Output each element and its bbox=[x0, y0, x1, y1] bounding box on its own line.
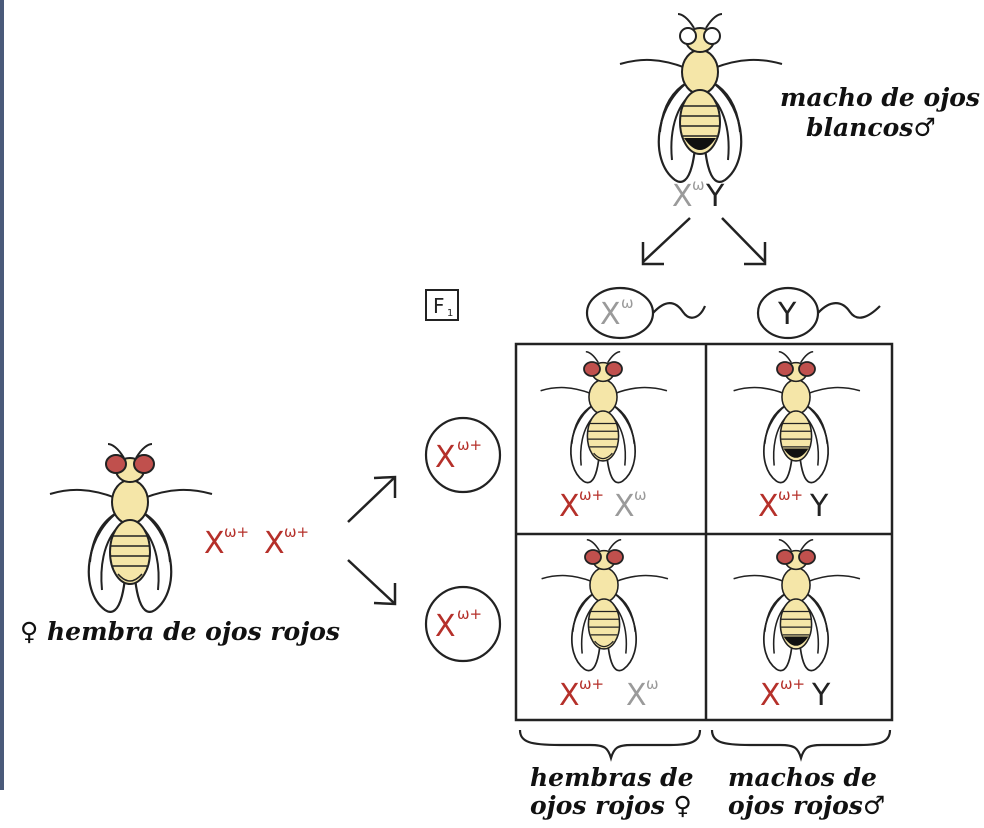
arrow-female-to-egg-2 bbox=[347, 559, 397, 606]
sperm-x: X ω bbox=[585, 286, 707, 340]
svg-text:X: X bbox=[559, 489, 580, 524]
female-parent-caption: ♀ hembra de ojos rojos bbox=[20, 618, 340, 645]
svg-text:ω: ω bbox=[646, 675, 659, 693]
svg-text:Y: Y bbox=[777, 297, 797, 332]
red-eye-left bbox=[105, 454, 127, 474]
punnett-grid bbox=[514, 342, 894, 722]
svg-text:X: X bbox=[600, 297, 621, 332]
svg-text:ω+: ω+ bbox=[778, 486, 803, 504]
male-parent-caption-2-text: blancos bbox=[806, 113, 914, 142]
female-parent-fly bbox=[50, 444, 212, 612]
male-parent-x-allele: ω bbox=[692, 176, 705, 194]
arrow-male-to-sperm-x bbox=[641, 217, 691, 266]
female-symbol: ♀ bbox=[20, 617, 39, 646]
bottom-right-caption-2-text: ojos rojos bbox=[728, 791, 863, 820]
white-eye-right bbox=[703, 27, 721, 45]
svg-text:X: X bbox=[614, 489, 635, 524]
egg-1: X ω+ bbox=[424, 416, 502, 494]
female-parent-a2: ω+ bbox=[284, 523, 309, 541]
svg-text:Y: Y bbox=[809, 489, 829, 524]
cell-bottom-left-fly bbox=[542, 540, 668, 671]
svg-text:X: X bbox=[435, 440, 456, 475]
brace-left bbox=[518, 729, 702, 762]
arrow-male-to-sperm-y bbox=[721, 217, 767, 266]
white-eye-left bbox=[679, 27, 697, 45]
svg-text:F: F bbox=[433, 294, 445, 318]
svg-text:ω: ω bbox=[621, 294, 634, 312]
cell-bottom-right-fly bbox=[734, 540, 860, 671]
bottom-left-caption-1: hembras de bbox=[530, 763, 694, 792]
svg-text:ω+: ω+ bbox=[780, 675, 805, 693]
svg-text:Y: Y bbox=[811, 678, 831, 713]
male-parent-caption-2: blancos♂ bbox=[806, 114, 936, 141]
svg-text:ω+: ω+ bbox=[579, 486, 604, 504]
female-symbol-offspring: ♀ bbox=[673, 791, 692, 820]
female-parent-caption-text: hembra de ojos rojos bbox=[47, 617, 340, 646]
cell-top-right-fly bbox=[734, 352, 860, 483]
sperm-y: Y bbox=[756, 286, 881, 340]
male-parent-y: Y bbox=[705, 179, 725, 214]
f1-label-box: F 1 bbox=[425, 289, 459, 321]
female-parent-a1: ω+ bbox=[224, 523, 249, 541]
male-parent-caption-1: macho de ojos bbox=[780, 83, 980, 112]
svg-text:ω+: ω+ bbox=[457, 436, 482, 454]
cell-top-left-fly bbox=[541, 352, 667, 483]
bottom-left-caption-2: ojos rojos ♀ bbox=[530, 792, 692, 819]
male-symbol: ♂ bbox=[913, 113, 936, 142]
male-parent-x: X bbox=[672, 179, 693, 214]
cell-bottom-right-genotype: X ω+ Y bbox=[760, 675, 831, 713]
arrow-female-to-egg-1 bbox=[347, 475, 397, 523]
svg-text:X: X bbox=[435, 609, 456, 644]
cell-top-left-genotype: X ω+ X ω bbox=[559, 486, 647, 524]
svg-text:X: X bbox=[559, 678, 580, 713]
bottom-right-caption-1: machos de bbox=[728, 763, 877, 792]
male-parent-fly bbox=[620, 14, 782, 182]
svg-text:ω+: ω+ bbox=[579, 675, 604, 693]
cell-top-right-genotype: X ω+ Y bbox=[758, 486, 829, 524]
page-edge bbox=[0, 0, 4, 790]
female-parent-x2: X bbox=[264, 526, 285, 561]
egg-2: X ω+ bbox=[424, 585, 502, 663]
bottom-left-caption-2-text: ojos rojos bbox=[530, 791, 665, 820]
svg-text:X: X bbox=[758, 489, 779, 524]
svg-text:ω: ω bbox=[634, 486, 647, 504]
svg-text:ω+: ω+ bbox=[457, 605, 482, 623]
svg-text:X: X bbox=[760, 678, 781, 713]
svg-text:1: 1 bbox=[447, 308, 453, 319]
bottom-right-caption-2: ojos rojos♂ bbox=[728, 792, 885, 819]
female-parent-x1: X bbox=[204, 526, 225, 561]
cell-bottom-left-genotype: X ω+ X ω bbox=[559, 675, 659, 713]
brace-right bbox=[710, 729, 892, 762]
male-symbol-offspring: ♂ bbox=[862, 791, 886, 820]
red-eye-right bbox=[133, 454, 155, 474]
svg-text:X: X bbox=[626, 678, 647, 713]
